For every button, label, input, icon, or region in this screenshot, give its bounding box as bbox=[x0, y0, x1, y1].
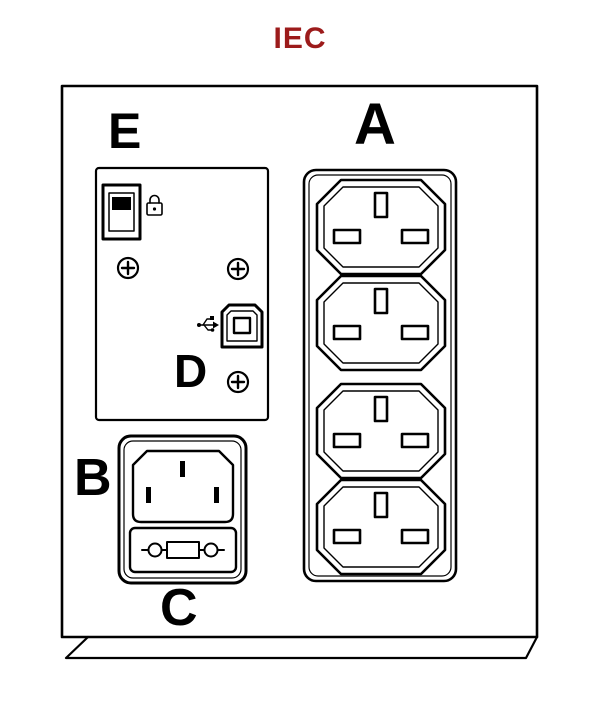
usb-b-port bbox=[220, 303, 264, 349]
phillips-screw-icon bbox=[226, 257, 250, 281]
label-fuse-holder: C bbox=[160, 579, 198, 637]
c14-socket bbox=[131, 449, 235, 524]
outlet-bank bbox=[302, 168, 458, 583]
phillips-screw-icon bbox=[116, 256, 140, 280]
label-usb-b-port: D bbox=[174, 345, 208, 397]
usb-a-port bbox=[101, 183, 142, 241]
c13-outlet-3 bbox=[315, 382, 447, 480]
power-inlet-module bbox=[117, 434, 248, 585]
label-usb-a-port: E bbox=[108, 103, 142, 159]
c13-outlet-2 bbox=[315, 274, 447, 372]
diagram-title: IEC bbox=[273, 22, 327, 55]
padlock-icon bbox=[146, 194, 163, 216]
usb-icon bbox=[197, 316, 219, 332]
c13-outlet-4 bbox=[315, 478, 447, 576]
c13-outlet-1 bbox=[315, 178, 447, 276]
label-power-inlet: B bbox=[74, 449, 112, 507]
phillips-screw-icon bbox=[226, 370, 250, 394]
fuse-holder bbox=[128, 526, 238, 574]
label-outlet-bank: A bbox=[354, 92, 396, 157]
